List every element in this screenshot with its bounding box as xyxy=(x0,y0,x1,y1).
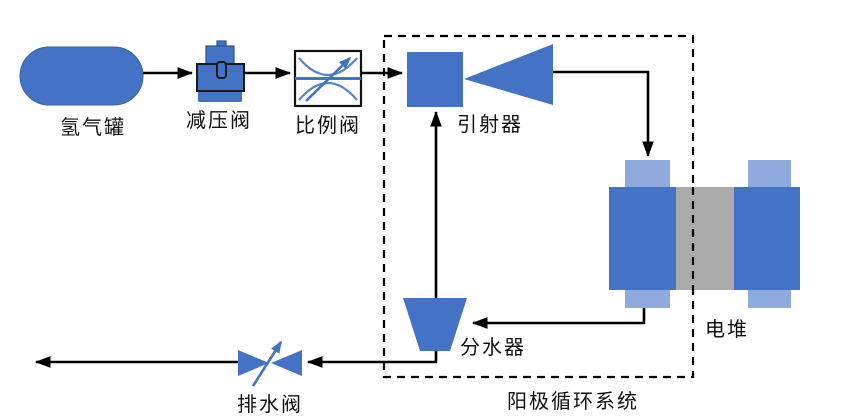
drain-valve-label: 排水阀 xyxy=(237,393,303,416)
reducer-base xyxy=(198,90,242,102)
ejector-shape xyxy=(407,44,553,107)
stack-cell-section xyxy=(676,187,734,290)
ejector-label: 引射器 xyxy=(457,113,523,136)
stack-right-endplate xyxy=(734,187,800,290)
stack-port-bottom-left xyxy=(625,289,670,308)
stack-port-top-left xyxy=(625,160,670,188)
drain-valve-stem-arrow xyxy=(251,340,283,387)
ejector-diffuser-cone xyxy=(464,44,553,105)
proportional-valve-label: 比例阀 xyxy=(295,114,361,137)
water-separator-shape xyxy=(403,298,467,351)
proportional-valve-lower-arc xyxy=(298,82,358,101)
proportional-valve-diagonal-arrow xyxy=(305,56,352,102)
pressure-reducing-valve-shape xyxy=(196,40,245,102)
proportional-valve-upper-arc xyxy=(298,57,358,76)
water-separator-label: 分水器 xyxy=(460,336,526,359)
pipe-ejector-to-stack xyxy=(553,70,654,158)
stack-left-endplate xyxy=(609,187,676,290)
stack-label: 电堆 xyxy=(705,318,749,341)
drain-valve-left-triangle xyxy=(238,350,269,376)
pipe-stack-to-separator xyxy=(471,308,646,329)
hydrogen-tank-label: 氢气罐 xyxy=(60,116,126,139)
pressure-reducing-valve-label: 减压阀 xyxy=(186,109,252,132)
drain-valve-shape xyxy=(238,340,302,387)
stack-port-top-right xyxy=(748,160,791,188)
pipe-separator-to-drain-valve xyxy=(306,351,438,368)
stack-port-bottom-right xyxy=(748,289,791,308)
drain-valve-right-triangle xyxy=(271,350,302,376)
anode-loop-system-label: 阳极循环系统 xyxy=(507,390,639,413)
proportional-valve-shape xyxy=(293,49,363,108)
reducer-stem xyxy=(216,61,227,79)
ejector-body xyxy=(407,52,463,107)
fuel-cell-stack-shape xyxy=(609,160,800,308)
hydrogen-tank-shape xyxy=(19,46,144,106)
